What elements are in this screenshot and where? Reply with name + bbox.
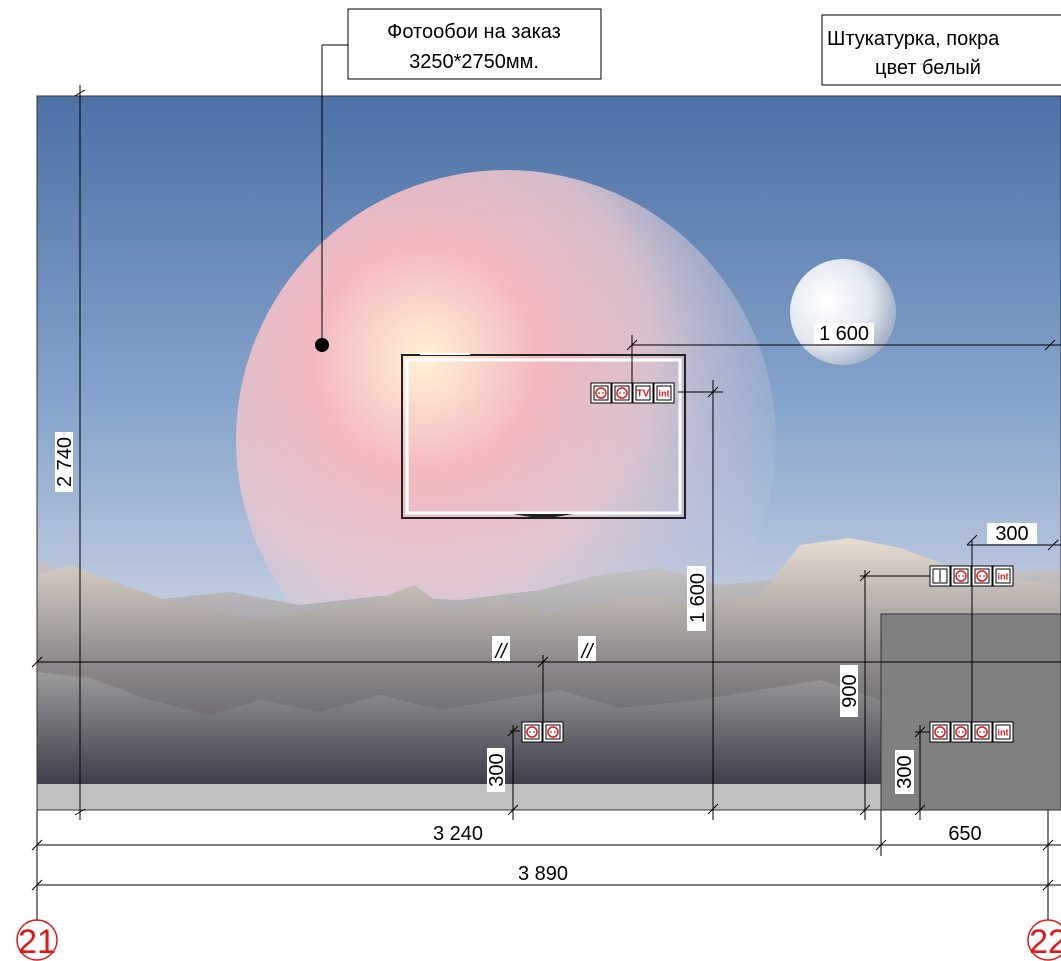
power-socket-icon (971, 721, 993, 743)
power-socket-icon (521, 721, 543, 743)
callout-dot (315, 338, 329, 352)
tv-screen (405, 358, 682, 515)
axis-label-22: 22 (1029, 923, 1061, 961)
dim-width-total: 3 890 (518, 863, 568, 885)
power-socket-icon (950, 721, 972, 743)
internet-socket-icon: int (992, 721, 1014, 743)
dimension-label-backgrounds (55, 323, 1037, 794)
socket-code-label: int (998, 728, 1009, 738)
internet-socket-icon: int (992, 565, 1014, 587)
tv-socket-icon: TV (632, 382, 654, 404)
dim-width-right: 650 (948, 823, 981, 845)
internet-socket-icon: int (653, 382, 675, 404)
dim-cabinet-socket-height: 900 (839, 674, 861, 707)
power-socket-icon (971, 565, 993, 587)
power-socket-icon (590, 382, 612, 404)
plaster-callout-line2: цвет белый (875, 57, 981, 79)
socket-group-floor-left (521, 721, 564, 743)
wall-outline (36, 95, 1061, 811)
dim-wall-height: 2 740 (54, 437, 76, 487)
power-socket-icon (950, 565, 972, 587)
socket-group-cabinet-lower: int (929, 721, 1014, 743)
power-socket-icon (611, 382, 633, 404)
photo-wallpaper (37, 96, 1061, 784)
socket-layer: TV int int int (521, 382, 1014, 743)
dim-low-socket-right: 300 (894, 755, 916, 788)
dim-width-left: 3 240 (433, 823, 483, 845)
break-mark-right: // (579, 641, 595, 663)
socket-group-cabinet-upper: int (929, 565, 1014, 587)
break-mark-left: // (493, 641, 509, 663)
moon-image (790, 259, 896, 365)
axis-marker-21: 21 (16, 919, 58, 961)
dim-cabinet-socket-offset: 300 (995, 523, 1028, 545)
axis-label-21: 21 (18, 923, 56, 961)
power-socket-icon (929, 721, 951, 743)
wallpaper-callout-line1: Фотообои на заказ (387, 21, 561, 43)
tv-stand (513, 514, 573, 519)
dim-tv-offset: 1 600 (819, 323, 869, 345)
socket-code-label: TV (637, 389, 650, 400)
dim-low-socket-left: 300 (486, 753, 508, 786)
wallpaper-callout: Фотообои на заказ 3250*2750мм. (347, 8, 602, 80)
plaster-callout: Штукатурка, покра цвет белый (821, 14, 1061, 86)
wallpaper-callout-line2: 3250*2750мм. (409, 51, 539, 73)
axis-marker-22: 22 (1027, 919, 1061, 961)
dim-tv-socket-height: 1 600 (687, 573, 709, 623)
plaster-callout-line1: Штукатурка, покра (827, 28, 1000, 50)
socket-code-label: int (998, 572, 1009, 582)
power-socket-icon (542, 721, 564, 743)
socket-group-tv-group: TV int (590, 382, 675, 404)
switch-icon (929, 565, 951, 587)
tv-unit (401, 353, 686, 519)
socket-code-label: int (659, 389, 670, 399)
